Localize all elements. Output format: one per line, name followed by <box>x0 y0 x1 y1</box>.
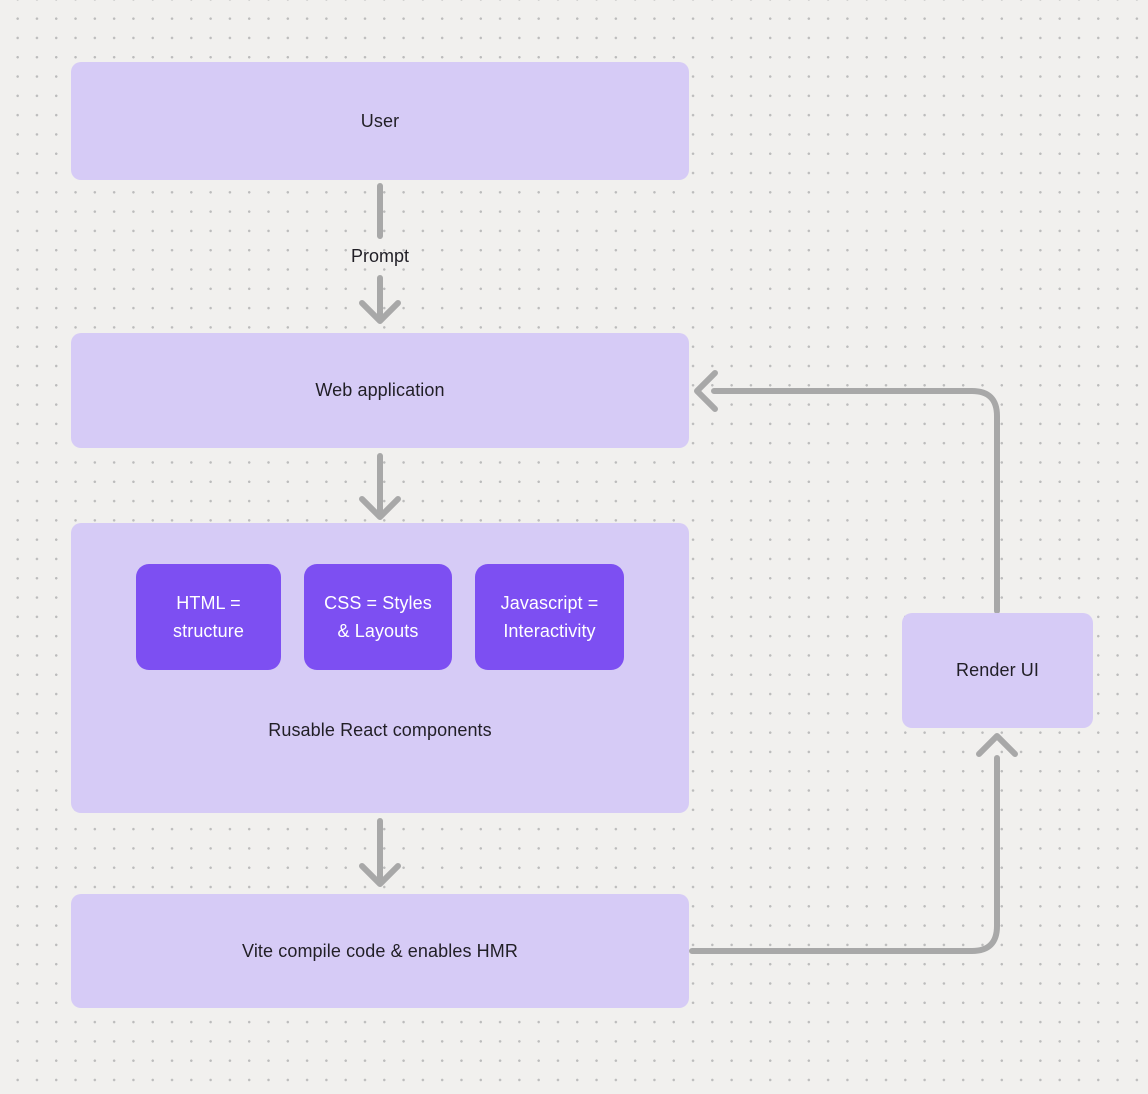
node-user: User <box>71 62 689 180</box>
arrowhead-down-icon <box>359 300 401 324</box>
components-row: HTML = structure CSS = Styles & Layouts … <box>71 564 689 670</box>
edge-renderui-to-webapp-segment <box>711 388 1000 614</box>
node-render-ui-label: Render UI <box>956 660 1039 680</box>
edge-webapp-to-components <box>359 453 401 520</box>
edge-vite-to-renderui <box>689 733 1018 954</box>
edge-label-prompt: Prompt <box>350 246 410 266</box>
node-render-ui: Render UI <box>902 613 1093 728</box>
edge-renderui-to-webapp <box>694 370 1000 614</box>
node-vite: Vite compile code & enables HMR <box>71 894 689 1008</box>
edge-components-to-vite <box>359 818 401 887</box>
node-javascript: Javascript = Interactivity <box>475 564 624 670</box>
node-css: CSS = Styles & Layouts <box>304 564 452 670</box>
node-web-application-label: Web application <box>315 380 445 400</box>
arrowhead-down-icon <box>359 863 401 887</box>
arrowhead-down-icon <box>359 496 401 520</box>
components-group-label: Rusable React components <box>268 720 492 740</box>
edge-user-to-webapp <box>359 183 401 324</box>
node-web-application: Web application <box>71 333 689 448</box>
edge-vite-to-renderui-segment <box>689 755 1000 954</box>
node-vite-label: Vite compile code & enables HMR <box>242 940 518 961</box>
node-components-group: HTML = structure CSS = Styles & Layouts … <box>71 523 689 813</box>
node-html-label: HTML = structure <box>173 593 244 641</box>
arrowhead-up-icon <box>976 733 1018 757</box>
node-javascript-label: Javascript = Interactivity <box>500 593 599 641</box>
node-css-label: CSS = Styles & Layouts <box>324 593 432 641</box>
node-user-label: User <box>360 110 400 131</box>
node-html: HTML = structure <box>136 564 281 670</box>
arrowhead-left-icon <box>694 370 718 412</box>
